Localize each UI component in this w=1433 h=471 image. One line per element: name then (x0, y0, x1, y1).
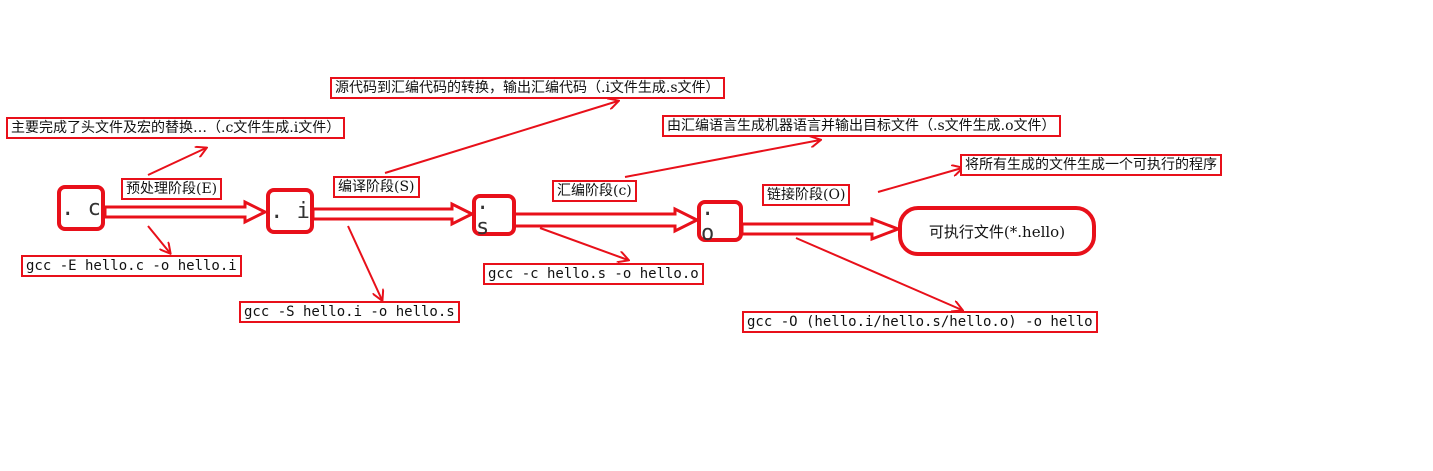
pointer-assemble-description (624, 140, 820, 178)
node-o-file: . o (697, 196, 743, 246)
stage-link-label: 链接阶段(O) (762, 184, 851, 206)
flow-arrow-c-to-i (103, 199, 269, 225)
pointer-compile-command (347, 225, 382, 300)
pointer-preprocess-command (147, 225, 170, 253)
flow-arrow-s-to-o (512, 206, 701, 234)
command-compile: gcc -S hello.i -o hello.s (239, 301, 460, 323)
stage-compile-label: 编译阶段(S) (333, 176, 420, 198)
description-assemble: 由汇编语言生成机器语言并输出目标文件（.s文件生成.o文件） (662, 115, 1061, 137)
node-i-file: . i (266, 188, 314, 234)
flow-arrow-i-to-s (311, 201, 476, 227)
pointer-compile-description (384, 101, 618, 174)
node-executable: 可执行文件(*.hello) (898, 206, 1096, 256)
node-s-file: . s (472, 190, 516, 240)
command-link: gcc -O (hello.i/hello.s/hello.o) -o hell… (742, 311, 1098, 333)
node-c-file: . c (57, 185, 105, 231)
flow-arrow-o-to-exe (740, 216, 903, 242)
description-link: 将所有生成的文件生成一个可执行的程序 (960, 154, 1222, 176)
description-preprocess: 主要完成了头文件及宏的替换…（.c文件生成.i文件） (6, 117, 346, 139)
command-preprocess: gcc -E hello.c -o hello.i (21, 255, 242, 277)
pointer-preprocess-description (147, 148, 206, 176)
command-assemble: gcc -c hello.s -o hello.o (483, 263, 704, 285)
stage-assemble-label: 汇编阶段(c) (552, 180, 637, 202)
description-compile: 源代码到汇编代码的转换，输出汇编代码（.i文件生成.s文件） (330, 77, 725, 99)
stage-preprocess-label: 预处理阶段(E) (121, 178, 223, 200)
pointer-link-description (877, 168, 962, 193)
pointer-link-command (795, 237, 962, 310)
pointer-assemble-command (539, 227, 628, 260)
